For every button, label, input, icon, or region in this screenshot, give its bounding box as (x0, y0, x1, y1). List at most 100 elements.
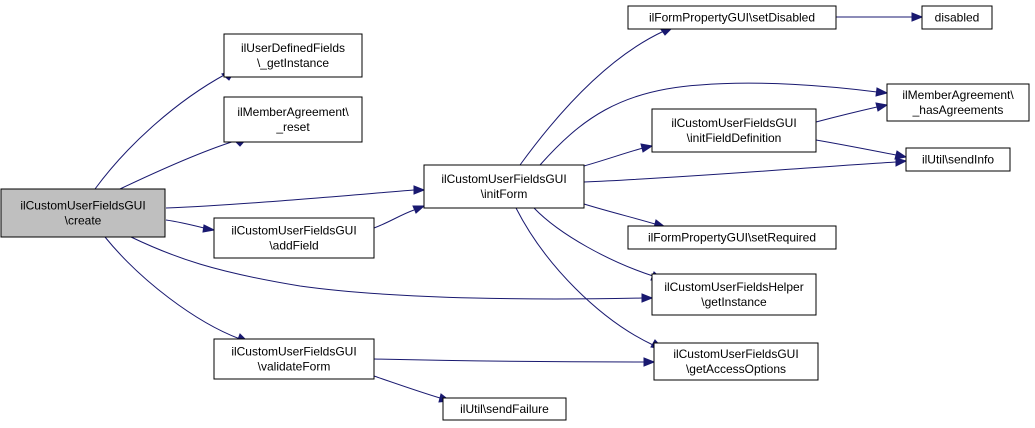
edge-line (583, 161, 897, 183)
node-sendinfo[interactable]: ilUtil\sendInfo (905, 147, 1011, 172)
node-sendfailure[interactable]: ilUtil\sendFailure (442, 397, 567, 421)
node-label-line: \_getInstance (257, 56, 329, 70)
node-box[interactable] (223, 96, 363, 143)
node-label-line: _hasAgreements (912, 103, 1004, 117)
node-label-line: \validateForm (258, 360, 331, 374)
node-label-line: \create (65, 214, 102, 228)
edge-line (815, 139, 897, 156)
node-label-line: \getInstance (701, 295, 767, 309)
node-box[interactable] (442, 397, 567, 421)
node-label-line: \getAccessOptions (686, 362, 786, 376)
edge-initfielddef-to-hasagreements (815, 102, 889, 123)
node-hasagreements[interactable]: ilMemberAgreement\_hasAgreements (886, 83, 1030, 122)
node-box[interactable] (905, 147, 1011, 172)
node-box[interactable] (921, 5, 993, 30)
arrowhead-icon (202, 224, 216, 233)
edge-setdisabled-to-disabled (836, 12, 924, 22)
arrowhead-icon (911, 12, 924, 22)
edge-initform-to-initfielddef (583, 143, 654, 167)
edge-initform-to-sendinfo (583, 157, 908, 183)
edge-addfield-to-initform (373, 205, 426, 229)
edge-line (130, 236, 643, 300)
edge-line (815, 106, 878, 123)
edge-line (583, 147, 644, 167)
edge-line (165, 219, 205, 229)
node-addfield[interactable]: ilCustomUserFieldsGUI\addField (213, 217, 375, 259)
edge-create-to-udf_getinst (94, 69, 237, 190)
arrowhead-icon (641, 293, 654, 303)
node-label-line: ilMemberAgreement\ (237, 105, 349, 119)
arrowhead-icon (640, 143, 654, 153)
edge-line (373, 358, 645, 363)
node-label-line: ilCustomUserFieldsGUI (20, 199, 145, 213)
node-label-line: ilFormPropertyGUI\setRequired (648, 231, 816, 245)
arrowhead-icon (895, 157, 908, 167)
edge-create-to-helper_getinst (130, 236, 654, 303)
node-label-line: ilFormPropertyGUI\setDisabled (649, 11, 815, 25)
edge-line (165, 189, 415, 209)
node-setdisabled[interactable]: ilFormPropertyGUI\setDisabled (627, 5, 837, 30)
edge-initfielddef-to-sendinfo (815, 139, 908, 160)
arrowhead-icon (875, 102, 889, 112)
node-label-line: ilUtil\sendFailure (460, 402, 549, 416)
edge-validateform-to-sendfailure (373, 375, 452, 403)
edge-initform-to-setdisabled (519, 26, 675, 166)
node-disabled[interactable]: disabled (921, 5, 993, 30)
edge-line (539, 82, 878, 166)
arrowhead-icon (412, 205, 426, 214)
node-label-line: ilUserDefinedFields (241, 41, 345, 55)
node-box[interactable] (423, 164, 585, 209)
node-udf_getinst[interactable]: ilUserDefinedFields\_getInstance (223, 33, 363, 78)
node-label-line: \addField (269, 239, 318, 253)
edge-line (583, 203, 656, 225)
node-label-line: \initForm (481, 187, 528, 201)
node-helper_getinst[interactable]: ilCustomUserFieldsHelper\getInstance (651, 273, 817, 316)
node-initfielddef[interactable]: ilCustomUserFieldsGUI\initFieldDefinitio… (651, 108, 817, 153)
edge-line (519, 30, 665, 166)
node-initform[interactable]: ilCustomUserFieldsGUI\initForm (423, 164, 585, 209)
edge-create-to-addfield (165, 219, 216, 233)
node-label-line: ilMemberAgreement\ (902, 88, 1014, 102)
node-box[interactable] (651, 273, 817, 316)
node-validateform[interactable]: ilCustomUserFieldsGUI\validateForm (213, 338, 375, 380)
edge-line (515, 207, 654, 346)
node-label-line: \initFieldDefinition (687, 131, 782, 145)
node-box[interactable] (627, 225, 837, 250)
edge-line (104, 236, 241, 340)
arrowhead-icon (643, 357, 656, 367)
edge-create-to-ma_reset (119, 135, 250, 190)
node-create[interactable]: ilCustomUserFieldsGUI\create (0, 188, 166, 238)
node-box[interactable] (886, 83, 1030, 122)
node-box[interactable] (651, 108, 817, 153)
arrowhead-icon (894, 150, 908, 160)
node-box[interactable] (0, 188, 166, 238)
edge-line (373, 375, 441, 399)
edge-validateform-to-getaccessopts (373, 357, 656, 367)
edge-create-to-initform (165, 185, 426, 209)
node-box[interactable] (627, 5, 837, 30)
node-label-line: ilUtil\sendInfo (922, 153, 994, 167)
edge-line (373, 209, 415, 229)
arrowhead-icon (875, 87, 889, 97)
node-box[interactable] (653, 342, 819, 381)
node-box[interactable] (213, 217, 375, 259)
node-label-line: ilCustomUserFieldsGUI (441, 172, 566, 186)
edge-initform-to-hasagreements (539, 82, 889, 166)
node-box[interactable] (223, 33, 363, 78)
node-getaccessopts[interactable]: ilCustomUserFieldsGUI\getAccessOptions (653, 342, 819, 381)
edge-line (119, 139, 239, 190)
node-label-line: disabled (935, 11, 980, 25)
node-ma_reset[interactable]: ilMemberAgreement\_reset (223, 96, 363, 143)
edge-line (94, 73, 227, 190)
node-box[interactable] (213, 338, 375, 380)
node-label-line: _reset (275, 120, 310, 134)
node-label-line: ilCustomUserFieldsGUI (231, 345, 356, 359)
edge-line (533, 207, 654, 277)
node-label-line: ilCustomUserFieldsHelper (664, 280, 803, 294)
node-label-line: ilCustomUserFieldsGUI (671, 116, 796, 130)
node-setrequired[interactable]: ilFormPropertyGUI\setRequired (627, 225, 837, 250)
node-label-line: ilCustomUserFieldsGUI (673, 347, 798, 361)
edge-initform-to-setrequired (583, 203, 667, 229)
nodes-layer: ilCustomUserFieldsGUI\createilUserDefine… (0, 5, 1030, 421)
